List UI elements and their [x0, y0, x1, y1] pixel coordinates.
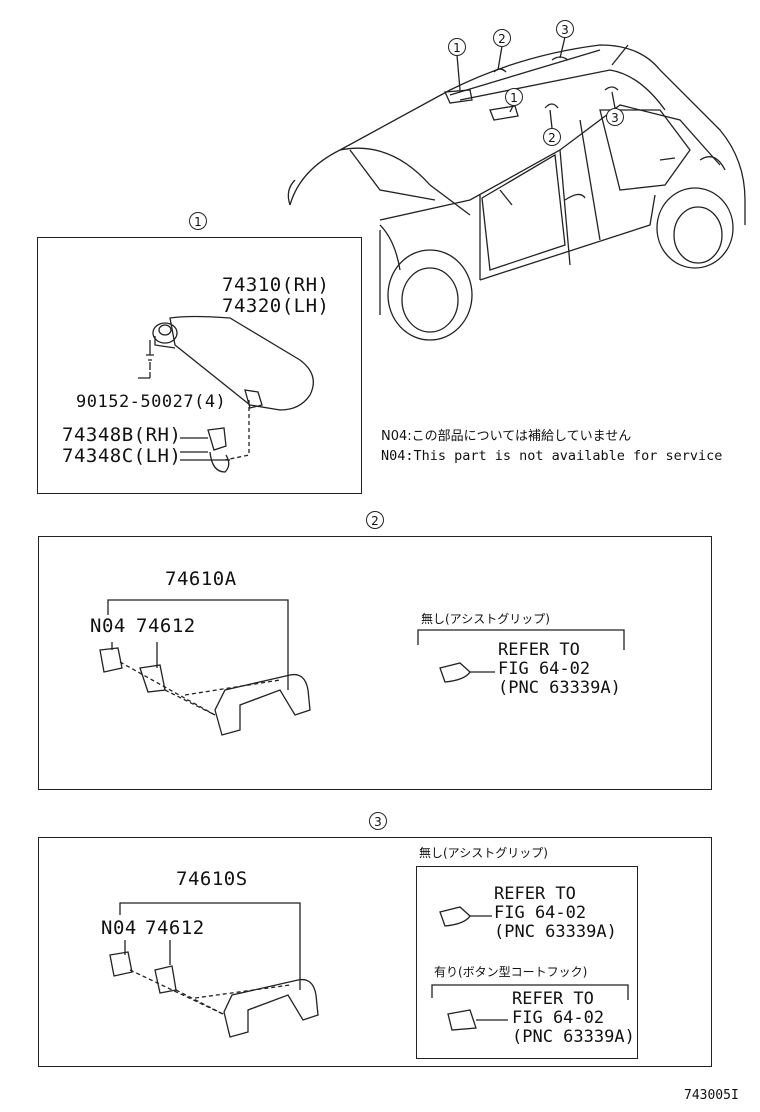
- callout-1-car-a: 1: [448, 38, 466, 56]
- section-2-callout: 2: [366, 511, 384, 529]
- callout-3-car-a: 3: [556, 20, 574, 38]
- refer-fig-3b: FIG 64-02: [512, 1008, 605, 1028]
- section-1-box: [37, 237, 362, 494]
- assist-grip-illustration-3: [109, 902, 629, 1038]
- part-number-74612-2: 74612: [136, 615, 196, 637]
- part-number-assembly-2: 74610A: [165, 568, 237, 590]
- refer-pnc-3b: (PNC 63339A): [512, 1027, 635, 1047]
- callout-2-car-a: 2: [493, 29, 511, 47]
- refer-pnc-3a: (PNC 63339A): [494, 922, 617, 942]
- sun-visor-illustration: [138, 315, 314, 473]
- part-number-visor-rh: 74310(RH): [222, 274, 330, 296]
- refer-to-3b: REFER TO: [512, 989, 594, 1009]
- callout-3-car-b: 3: [606, 108, 624, 126]
- label-no-assist-grip-3: 無し(アシストグリップ): [419, 846, 548, 860]
- part-number-n04-3: N04: [101, 917, 137, 939]
- part-number-74612-3: 74612: [145, 917, 205, 939]
- part-number-assembly-3: 74610S: [176, 868, 248, 890]
- label-button-coat-hook-3: 有り(ボタン型コートフック): [434, 965, 588, 979]
- assist-grip-illustration-2: [99, 599, 625, 736]
- callout-1-car-b: 1: [505, 88, 523, 106]
- section-3-reference-box: [416, 866, 638, 1059]
- callout-2-car-b: 2: [543, 128, 561, 146]
- part-number-clip-rh: 74348B(RH): [62, 424, 182, 446]
- section-2-box: [38, 536, 712, 790]
- part-number-clip-lh: 74348C(LH): [62, 445, 182, 467]
- note-japanese: N04:この部品については補給していません: [381, 429, 632, 444]
- note-english: N04:This part is not available for servi…: [381, 448, 723, 464]
- part-number-screw: 90152-50027(4): [76, 392, 227, 412]
- label-no-assist-grip-2: 無し(アシストグリップ): [421, 612, 550, 626]
- refer-pnc-2: (PNC 63339A): [498, 678, 621, 698]
- refer-to-2: REFER TO: [498, 640, 580, 660]
- refer-to-3a: REFER TO: [494, 884, 576, 904]
- figure-code: 743005I: [684, 1088, 739, 1103]
- part-number-visor-lh: 74320(LH): [222, 295, 330, 317]
- car-illustration: [287, 36, 746, 341]
- refer-fig-3a: FIG 64-02: [494, 903, 587, 923]
- section-3-box: [38, 837, 712, 1067]
- section-3-callout: 3: [369, 812, 387, 830]
- refer-fig-2: FIG 64-02: [498, 659, 591, 679]
- part-number-n04-2: N04: [90, 615, 126, 637]
- section-1-callout: 1: [189, 212, 207, 230]
